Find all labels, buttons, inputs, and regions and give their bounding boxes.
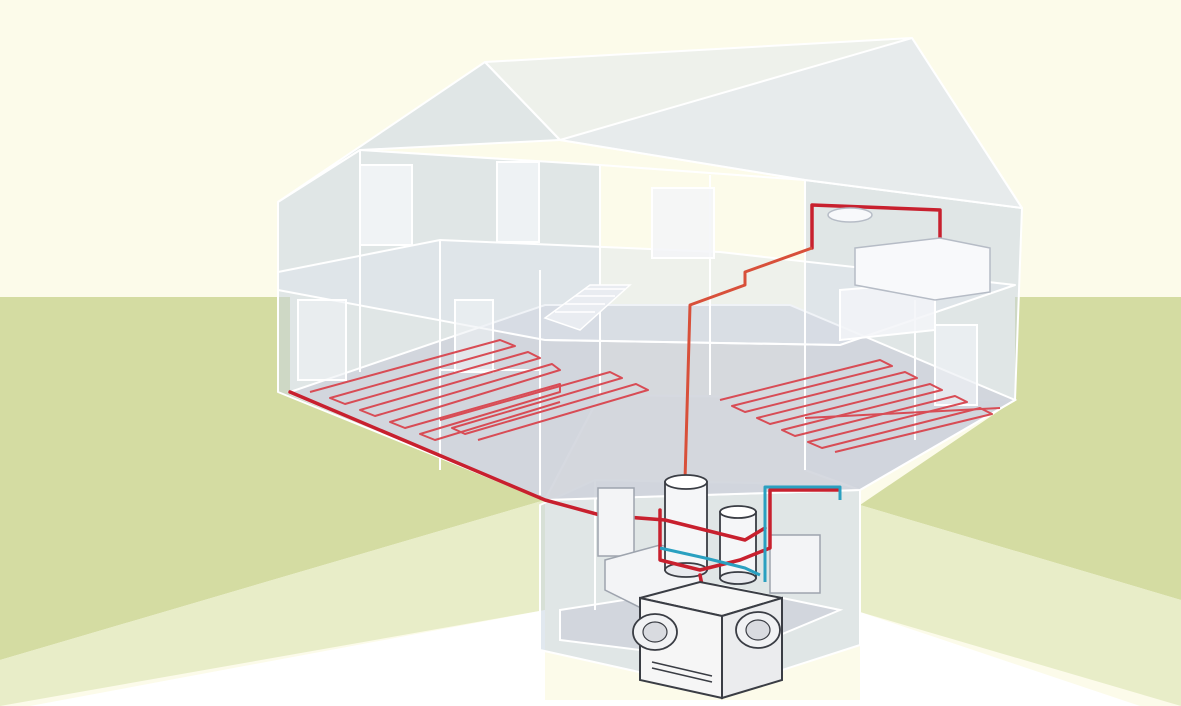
- door-right: [934, 324, 978, 406]
- lawn-left-light: [0, 500, 545, 706]
- lawn-left: [0, 297, 545, 660]
- washing-machine: [597, 487, 635, 557]
- shelf-right: [769, 534, 821, 594]
- window-attic-left: [359, 164, 413, 246]
- washbasin: [827, 207, 873, 223]
- hot-water-storage-tank: [664, 474, 708, 578]
- white-path: [30, 610, 1140, 706]
- lawn-right: [835, 297, 1181, 600]
- window-ground-left: [297, 299, 347, 381]
- basement-equipment: [597, 474, 842, 700]
- wardrobe-attic: [651, 187, 715, 259]
- bathtub: [854, 237, 991, 301]
- window-attic-mid: [496, 161, 540, 243]
- lawn-right-light: [860, 505, 1181, 706]
- bathroom-radiator-circuit: [683, 203, 991, 481]
- window-ground-mid: [454, 299, 494, 373]
- heat-pump-unit: [632, 580, 783, 700]
- staircase: [543, 284, 632, 331]
- secondary-tank: [719, 505, 757, 585]
